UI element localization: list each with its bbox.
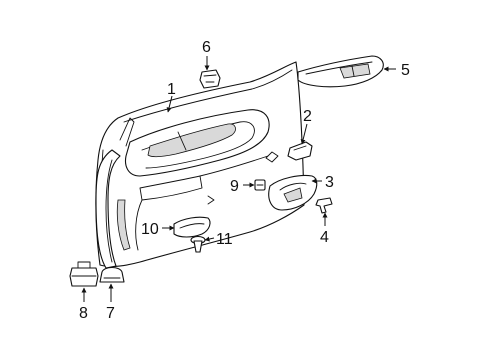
- callout-6: 6: [202, 39, 211, 56]
- pull-cup-part-10: [173, 216, 211, 238]
- callout-3: 3: [325, 174, 334, 191]
- inside-handle-part-3: [268, 174, 318, 211]
- switch-bezel-upper: [297, 55, 384, 88]
- callout-7: 7: [106, 305, 115, 322]
- screw-part-4: [315, 197, 333, 214]
- cap-part-7: [99, 266, 125, 283]
- callout-5: 5: [401, 62, 410, 79]
- callout-8: 8: [79, 305, 88, 322]
- grommet-part-8: [69, 261, 99, 287]
- callout-9: 9: [230, 178, 239, 195]
- bracket-part-2: [287, 141, 313, 161]
- callout-4: 4: [320, 229, 329, 246]
- door-trim-panel: [95, 61, 305, 267]
- door-frame-seal: [95, 117, 135, 269]
- clip-part-9: [254, 179, 266, 191]
- push-pin-part-11: [190, 235, 206, 253]
- callout-1: 1: [167, 81, 176, 98]
- callout-10: 10: [141, 221, 159, 238]
- leader-lines: [81, 56, 396, 302]
- callout-11: 11: [216, 231, 233, 248]
- clip-part-6: [199, 69, 221, 89]
- callout-2: 2: [303, 108, 312, 125]
